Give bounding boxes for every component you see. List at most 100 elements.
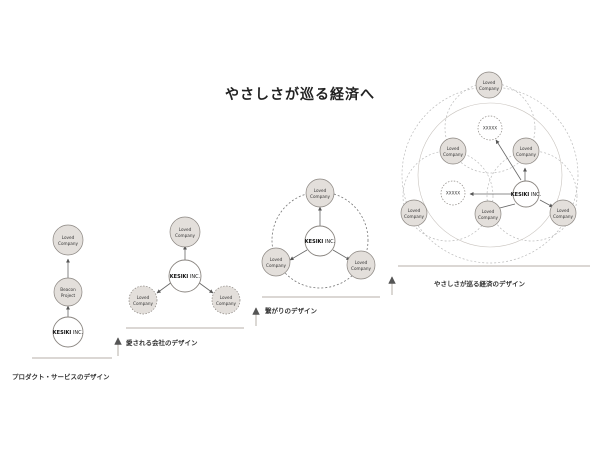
node-loved-4-right-label-line2: Company	[553, 214, 573, 219]
node-loved-3-left-label-line1: Loved	[270, 257, 283, 262]
node-loved-4-top-circle	[475, 71, 503, 99]
stage-label-connection: 繋がりのデザイン	[265, 307, 317, 315]
node-loved-4-midleft-label-line1: Loved	[447, 146, 460, 151]
node-placeholder-4-left-label: XXXXX	[446, 191, 460, 196]
node-keskii-4-logo-suffix: INC.	[529, 192, 541, 198]
node-placeholder-4-top-label: XXXXX	[483, 126, 497, 131]
stage-label-economy: やさしさが巡る経済のデザイン	[434, 280, 525, 288]
node-loved-3-top-label-line1: Loved	[314, 188, 327, 193]
node-loved-4-left-label-line1: Loved	[408, 208, 421, 213]
stage-label-company: 愛される会社のデザイン	[126, 339, 198, 347]
node-loved-4-bottom-label-line1: Loved	[482, 209, 495, 214]
node-placeholder-4-top: XXXXX	[477, 115, 503, 141]
node-keskii-4-circle	[512, 180, 540, 208]
node-loved-1-label-line1: Loved	[62, 235, 75, 240]
node-keskii-2-logo-suffix: INC.	[188, 274, 200, 280]
node-loved-4-midleft-label-line2: Company	[443, 152, 463, 157]
node-keskii-1: KESIKI INC.	[52, 316, 84, 348]
node-loved-1-label-line2: Company	[58, 241, 78, 246]
stage-label-product: プロダクト・サービスのデザイン	[12, 373, 110, 381]
node-loved-4-midright-label-line1: Loved	[520, 146, 533, 151]
node-loved-2-left-label-line2: Company	[133, 301, 153, 306]
node-loved-3-right-label-line1: Loved	[355, 260, 368, 265]
node-loved-3-right-label-line2: Company	[351, 266, 371, 271]
node-keskii-4-logo: KESIKI INC.	[511, 192, 542, 198]
node-keskii-1-logo: KESIKI INC.	[53, 330, 84, 336]
node-loved-2-left-label-line1: Loved	[137, 295, 150, 300]
node-loved-4-top-label-line1: Loved	[483, 80, 496, 85]
node-loved-3-right-circle	[346, 250, 376, 280]
node-loved-2-top-circle	[169, 216, 201, 248]
node-keskii-2-circle	[168, 259, 202, 293]
node-loved-4-bottom-label-line2: Company	[478, 215, 498, 220]
economy-mid-ring	[417, 102, 563, 248]
node-beacon-label-line1: Beacon	[60, 287, 76, 292]
node-loved-2-left-circle	[128, 285, 158, 315]
node-keskii-2-logo-mark: KESIKI	[170, 274, 189, 280]
node-loved-3-top-circle	[305, 178, 335, 208]
node-loved-2-top-label-line2: Company	[175, 233, 195, 238]
connector-4a	[495, 139, 522, 181]
node-loved-4-midright-circle	[512, 137, 540, 165]
economy-ring-top	[444, 82, 536, 174]
node-loved-3-top-label-line2: Company	[310, 194, 330, 199]
node-loved-2-right-label-line2: Company	[216, 301, 236, 306]
node-keskii-4: KESIKI INC.	[511, 180, 542, 208]
node-beacon-label-line2: Project	[61, 293, 76, 298]
connector-2b	[156, 281, 173, 294]
node-loved-4-right-label-line1: Loved	[557, 208, 570, 213]
node-loved-4-midright-label-line2: Company	[516, 152, 536, 157]
connector-2c	[197, 281, 214, 294]
node-keskii-3: KESIKI INC.	[304, 225, 336, 257]
economy-arcs	[417, 102, 563, 248]
node-keskii-3-logo: KESIKI INC.	[305, 239, 336, 245]
node-beacon-circle	[53, 277, 83, 307]
connector-3b	[289, 249, 308, 261]
node-keskii-2: KESIKI INC.	[168, 259, 202, 293]
node-keskii-1-circle	[52, 316, 84, 348]
node-loved-4-top-label-line2: Company	[479, 86, 499, 91]
page-title: やさしさが巡る経済へ	[225, 87, 375, 103]
node-loved-4-left-label-line2: Company	[404, 214, 424, 219]
node-loved-2-right-circle	[211, 285, 241, 315]
connector-4e	[539, 199, 554, 208]
node-loved-3-left-label-line2: Company	[266, 263, 286, 268]
node-loved-2-top-label-line1: Loved	[179, 227, 192, 232]
node-placeholder-4-top-circle	[477, 115, 503, 141]
node-loved-2-right-label-line1: Loved	[220, 295, 233, 300]
connectors	[66, 139, 554, 318]
node-keskii-3-logo-mark: KESIKI	[305, 239, 324, 245]
node-loved-4-left-circle	[400, 199, 428, 227]
node-loved-4-midleft-circle	[439, 137, 467, 165]
node-loved-4-bottom-circle	[474, 200, 502, 228]
economy-rings	[401, 82, 579, 264]
economy-outer-ring	[401, 86, 579, 264]
node-keskii-3-circle	[304, 225, 336, 257]
economy-ring-right	[486, 150, 578, 242]
node-placeholder-4-left: XXXXX	[440, 180, 466, 206]
node-loved-3-left-circle	[261, 247, 291, 277]
node-keskii-1-logo-suffix: INC.	[71, 330, 83, 336]
node-placeholder-4-left-circle	[440, 180, 466, 206]
node-keskii-2-logo: KESIKI INC.	[170, 274, 201, 280]
step-lines	[32, 265, 590, 359]
node-loved-1-circle	[52, 224, 84, 256]
connector-3c	[332, 249, 351, 261]
node-loved-4-right-circle	[549, 199, 577, 227]
node-keskii-4-logo-mark: KESIKI	[511, 192, 530, 198]
economy-ring-left	[402, 150, 494, 242]
